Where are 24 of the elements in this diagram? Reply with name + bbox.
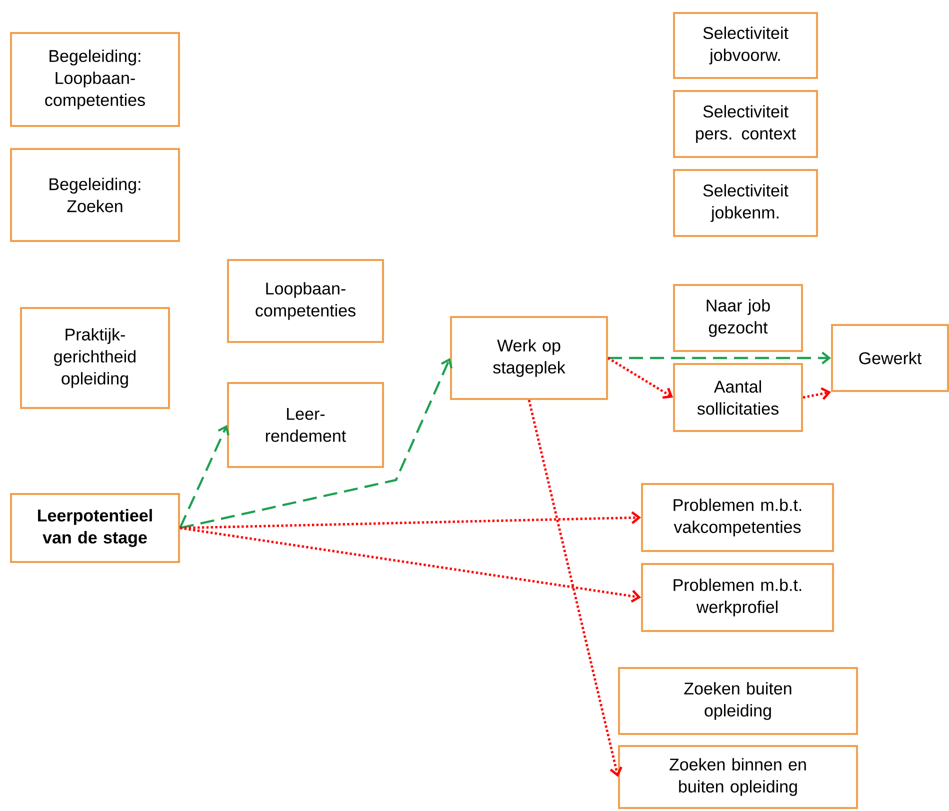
text-box: Praktijk-gerichtheid opleiding bbox=[20, 307, 170, 409]
text-box: Zoeken binnen en buiten opleiding bbox=[618, 745, 858, 809]
text-box: Selectiviteit jobvoorw. bbox=[673, 12, 818, 79]
text-box: Selectiviteit jobkenm. bbox=[673, 169, 818, 237]
arrow bbox=[802, 387, 832, 400]
arrow bbox=[608, 352, 832, 364]
text-box: Problemen m.b.t. werkprofiel bbox=[641, 563, 834, 632]
arrow bbox=[528, 400, 622, 777]
text-box: Problemen m.b.t. vakcompetenties bbox=[641, 483, 834, 552]
text-box: Leer-rendement bbox=[227, 382, 384, 468]
text-box: Leerpotentieel van de stage bbox=[10, 493, 180, 563]
text-box: Aantal sollicitaties bbox=[673, 363, 804, 432]
text-box: Selectiviteit pers. context bbox=[673, 90, 818, 158]
text-box: Begeleiding: Loopbaan-competenties bbox=[10, 32, 180, 127]
arrow bbox=[607, 356, 673, 399]
text-box: Werk op stageplek bbox=[450, 316, 608, 400]
text-box: Gewerkt bbox=[831, 324, 949, 392]
text-box: Begeleiding: Zoeken bbox=[10, 148, 180, 242]
text-box: Naar job gezocht bbox=[673, 284, 804, 352]
arrow bbox=[179, 425, 230, 528]
arrow bbox=[180, 526, 641, 603]
text-box: Loopbaan-competenties bbox=[227, 259, 384, 343]
text-box: Zoeken buiten opleiding bbox=[618, 667, 858, 735]
arrow bbox=[180, 358, 453, 530]
